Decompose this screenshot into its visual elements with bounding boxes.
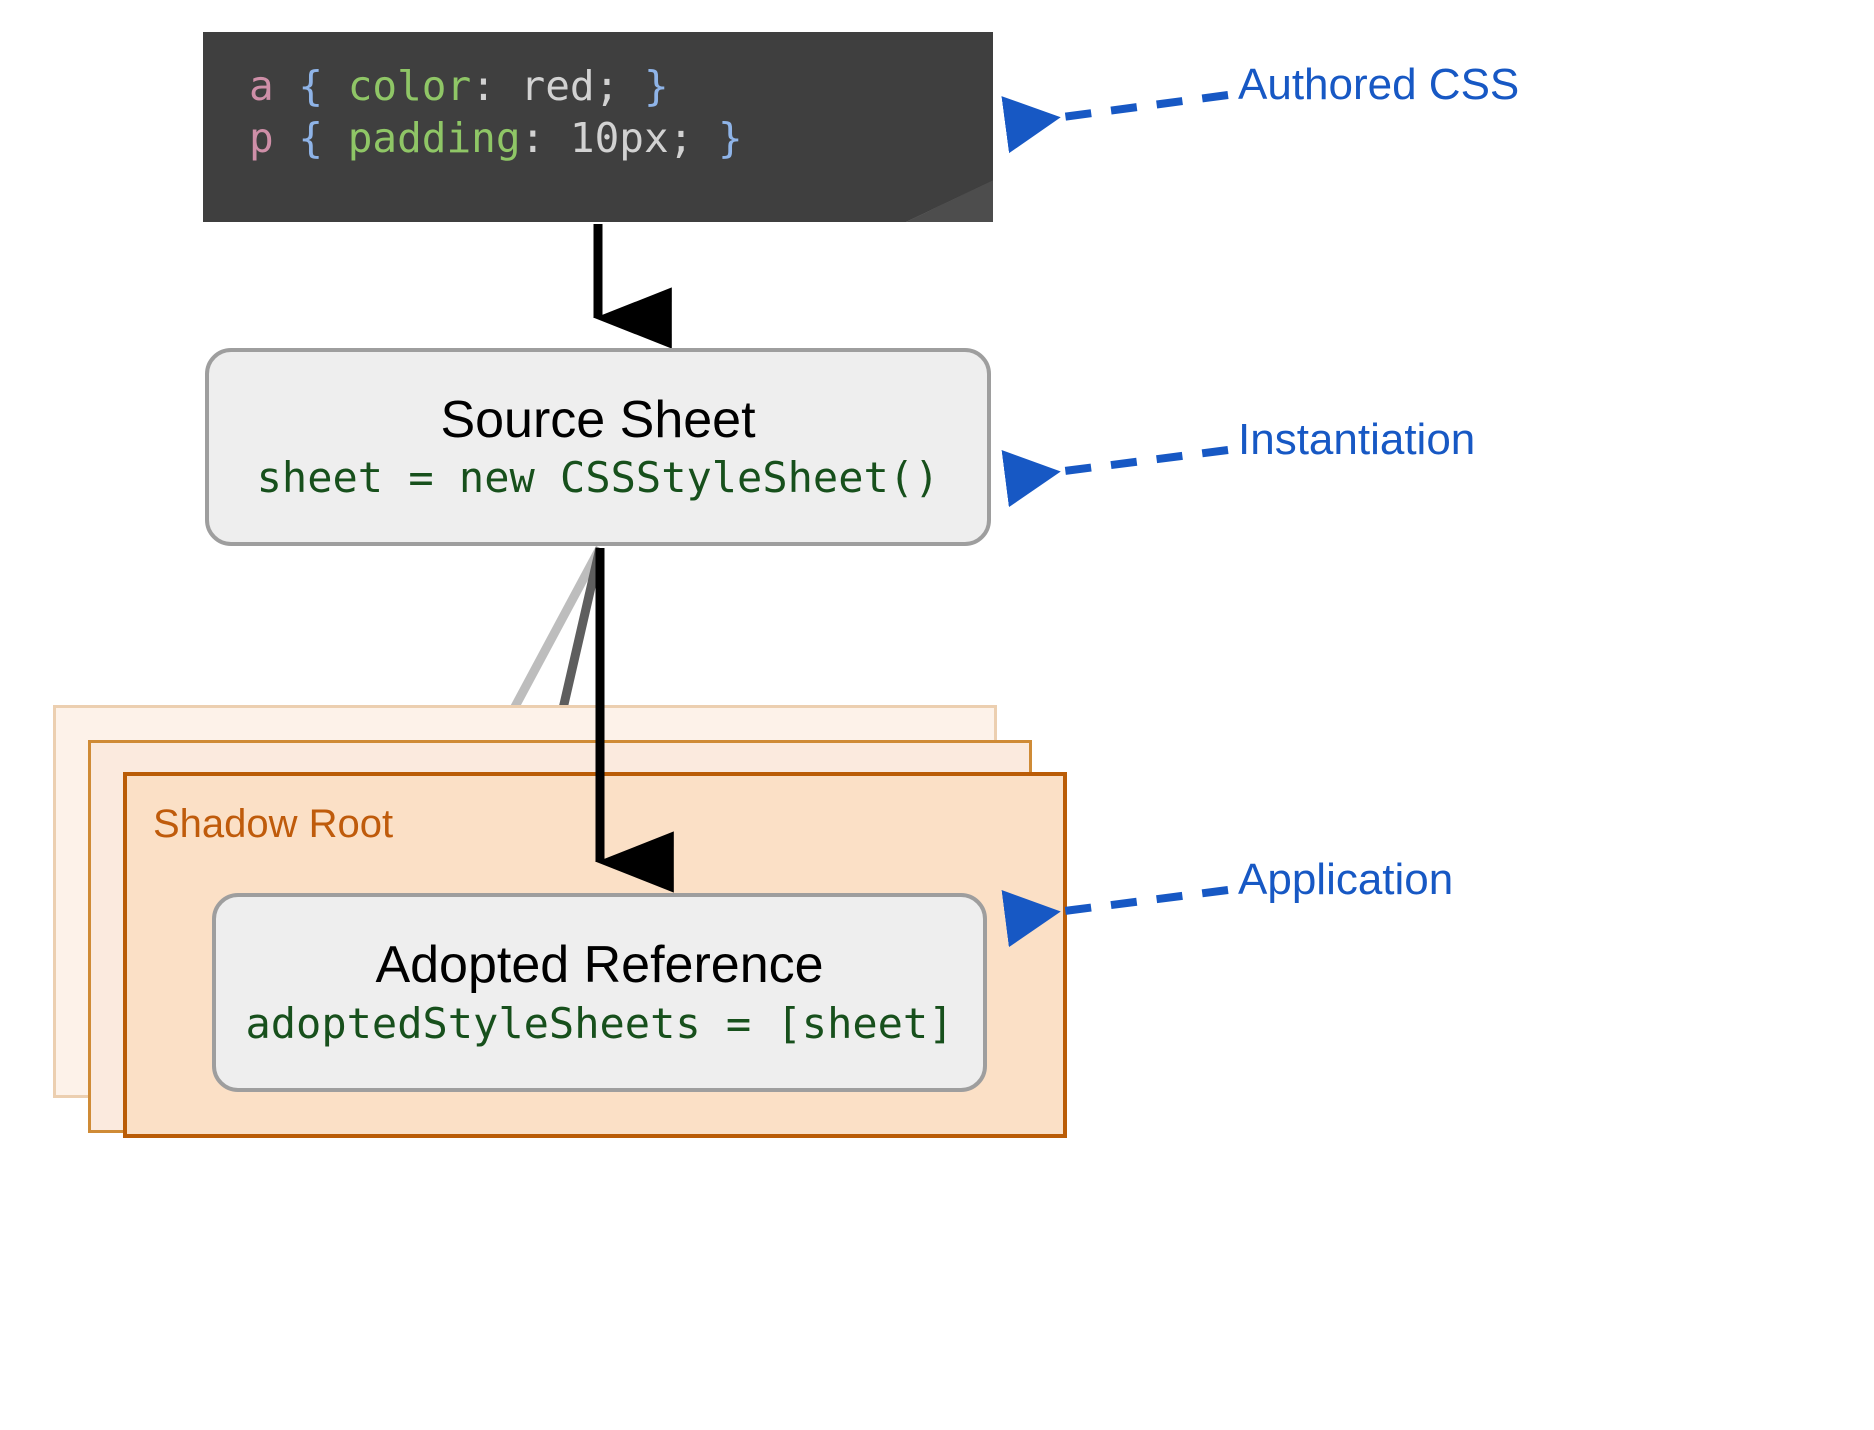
code-block-background bbox=[203, 32, 993, 222]
code-property: padding bbox=[347, 114, 521, 163]
annotation-arrow-instantiation bbox=[1001, 446, 1229, 508]
shadow-root-label: Shadow Root bbox=[153, 802, 394, 846]
code-property: color bbox=[347, 62, 472, 110]
code-open-brace: { bbox=[273, 62, 348, 110]
annotation-label-application: Application bbox=[1238, 855, 1454, 904]
adopted-reference-title: Adopted Reference bbox=[375, 936, 824, 995]
code-open-brace: { bbox=[273, 114, 348, 163]
adopted-reference-box: Adopted Reference adoptedStyleSheets = [… bbox=[212, 893, 987, 1092]
annotation-label-authored-css: Authored CSS bbox=[1238, 60, 1520, 109]
code-line-1: a { color: red; } bbox=[249, 62, 669, 110]
code-selector: a bbox=[249, 62, 274, 110]
source-sheet-code: sheet = new CSSStyleSheet() bbox=[256, 453, 940, 503]
code-value: red; bbox=[520, 62, 644, 110]
code-close-brace: } bbox=[718, 114, 743, 163]
source-sheet-box: Source Sheet sheet = new CSSStyleSheet() bbox=[205, 348, 991, 546]
code-colon: : bbox=[520, 114, 570, 163]
code-colon: : bbox=[471, 62, 521, 110]
code-value: 10px; bbox=[569, 114, 719, 163]
code-line-2: p { padding: 10px; } bbox=[249, 114, 743, 162]
annotation-arrow-authored-css bbox=[1001, 91, 1229, 154]
code-selector: p bbox=[249, 114, 274, 163]
adopted-reference-code: adoptedStyleSheets = [sheet] bbox=[245, 998, 954, 1048]
code-close-brace: } bbox=[643, 62, 669, 110]
annotation-label-instantiation: Instantiation bbox=[1238, 415, 1476, 464]
authored-css-code-block: a { color: red; } p { padding: 10px; } bbox=[203, 32, 993, 222]
code-block-text: a { color: red; } p { padding: 10px; } bbox=[249, 60, 743, 165]
source-sheet-title: Source Sheet bbox=[440, 390, 756, 449]
arrow-source-sheet-to-shadow-layer-back bbox=[506, 545, 604, 778]
